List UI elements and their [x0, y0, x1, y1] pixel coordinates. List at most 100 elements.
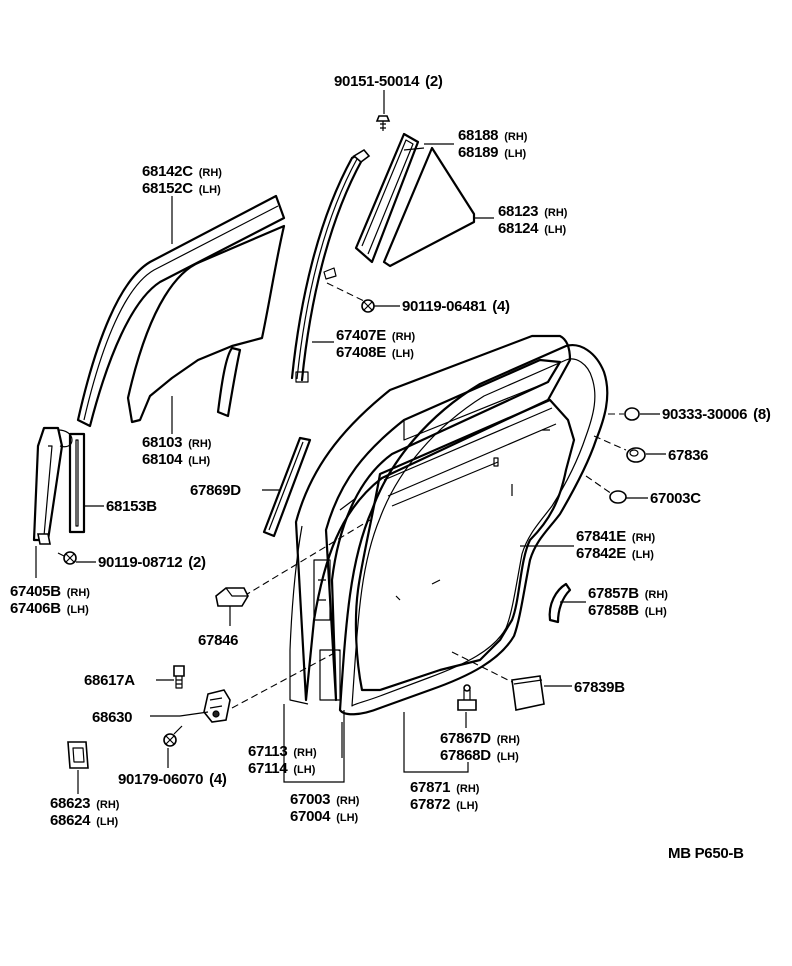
part-number: 68188 [458, 127, 498, 144]
hinge-cover-67846-part [215, 519, 371, 607]
part-qualifier: (LH) [336, 812, 358, 824]
callout-68153b: 68153B [106, 498, 158, 515]
callout-68617a: 68617A [84, 672, 136, 689]
part-labels: 90151-50014(2)68188(RH)68189(LH)68142C(R… [10, 73, 771, 829]
bolt-90119-08712-part [57, 551, 77, 565]
bolt-90179-part [163, 725, 183, 747]
part-qualifier: (RH) [456, 783, 480, 795]
callout-67841e: 67841E (RH) 67842E (LH) [576, 528, 655, 562]
part-number: 67407E [336, 327, 386, 344]
part-number: 67846 [198, 632, 238, 649]
part-number: 68189 [458, 144, 498, 161]
part-qualifier: (2) [188, 554, 206, 571]
striker-68617-part [173, 665, 185, 689]
callout-67869d: 67869D [190, 482, 242, 499]
door-glass-68103-part [76, 194, 286, 428]
part-number: 90179-06070 [118, 771, 203, 788]
part-number: 67857B [588, 585, 639, 602]
callout-67871: 67871(RH)67872(LH) [410, 779, 480, 813]
callout-67405b: 67405B(RH)67406B(LH) [10, 583, 90, 617]
part-number: 67867D [440, 730, 491, 747]
part-number: 67405B [10, 583, 61, 600]
part-number: 67003 [290, 791, 330, 808]
callout-68142c: 68142C (RH) 68152C (LH) [142, 163, 222, 197]
part-number: 67841E [576, 528, 626, 545]
part-qualifier: (LH) [632, 549, 654, 561]
part-qualifier: (LH) [199, 184, 221, 196]
callout-68623: 68623(RH)68624(LH) [50, 795, 120, 829]
part-number: 68123 [498, 203, 538, 220]
callout-90179-06070: 90179-06070 (4) [118, 771, 227, 788]
diagram-reference-code: MB P650-B [668, 845, 744, 862]
callout-90333-30006: 90333-30006 (8) [662, 406, 771, 423]
callout-90119-06481: 90119-06481 (4) [402, 298, 510, 315]
quarter-glass-68123-part [354, 132, 476, 268]
service-cover-67839-part [451, 651, 545, 711]
part-number: 90119-06481 [402, 298, 486, 315]
part-qualifier: (RH) [293, 747, 317, 759]
callout-67003c: 67003C [650, 490, 702, 507]
part-qualifier: (RH) [632, 532, 656, 544]
glass-run-channel-67407-part [290, 148, 371, 383]
callout-68123: 68123 (RH) 68124 (LH) [498, 203, 568, 237]
part-number: 67869D [190, 482, 241, 499]
part-number: 68104 [142, 451, 183, 468]
moulding-67869-part [262, 436, 312, 538]
part-qualifier: (LH) [96, 816, 118, 828]
part-qualifier: (RH) [199, 167, 223, 179]
bolt-90119-06481-part [326, 282, 375, 313]
callout-90151-50014: 90151-50014 (2) [334, 73, 443, 90]
callout-67846: 67846 [198, 632, 239, 649]
run-channel-68153-part [68, 432, 86, 534]
part-number: 68630 [92, 709, 132, 726]
part-qualifier: (LH) [293, 764, 315, 776]
part-qualifier: (RH) [96, 799, 120, 811]
part-qualifier: (RH) [188, 438, 212, 450]
part-number: 90119-08712 [98, 554, 182, 571]
part-qualifier: (RH) [392, 331, 416, 343]
part-qualifier: (LH) [544, 224, 566, 236]
part-qualifier: (RH) [645, 589, 669, 601]
part-number: 67836 [668, 447, 708, 464]
part-number: 68142C [142, 163, 193, 180]
callout-67407e: 67407E (RH) 67408E (LH) [336, 327, 415, 361]
callout-68188: 68188(RH)68189(LH) [458, 127, 528, 161]
part-qualifier: (LH) [497, 751, 519, 763]
leader-lines [35, 90, 666, 794]
callout-67113: 67113(RH)67114(LH) [248, 743, 317, 777]
part-number: 68623 [50, 795, 90, 812]
part-number: 67406B [10, 600, 61, 617]
part-qualifier: (LH) [67, 604, 89, 616]
part-qualifier: (4) [209, 771, 227, 788]
part-qualifier: (4) [492, 298, 510, 315]
part-qualifier: (2) [425, 73, 443, 90]
hole-plug-67003c-part [585, 475, 627, 504]
part-number: 67408E [336, 344, 386, 361]
callout-68103: 68103(RH)68104(LH) [142, 434, 212, 468]
callout-68630: 68630 [92, 709, 133, 726]
callout-67003: 67003(RH)67004(LH) [290, 791, 360, 825]
part-number: 68153B [106, 498, 157, 515]
part-qualifier: (LH) [456, 800, 478, 812]
part-qualifier: (RH) [544, 207, 568, 219]
part-qualifier: (8) [753, 406, 771, 423]
part-number: 68152C [142, 180, 193, 197]
part-qualifier: (LH) [392, 348, 414, 360]
part-qualifier: (RH) [497, 734, 521, 746]
part-number: 68124 [498, 220, 539, 237]
part-qualifier: (RH) [336, 795, 360, 807]
part-qualifier: (LH) [645, 606, 667, 618]
screw-90151-part [375, 115, 391, 131]
clip-90333-part [608, 407, 640, 421]
part-qualifier: (LH) [188, 455, 210, 467]
callout-67867d: 67867D(RH)67868D(LH) [440, 730, 520, 764]
part-number: 90151-50014 [334, 73, 420, 90]
part-number: 90333-30006 [662, 406, 747, 423]
lower-channel-67405-part [32, 426, 73, 545]
part-number: 67842E [576, 545, 626, 562]
weatherstrip-67871-part [338, 344, 609, 716]
seal-67857-part [548, 582, 572, 624]
part-number: 67003C [650, 490, 701, 507]
